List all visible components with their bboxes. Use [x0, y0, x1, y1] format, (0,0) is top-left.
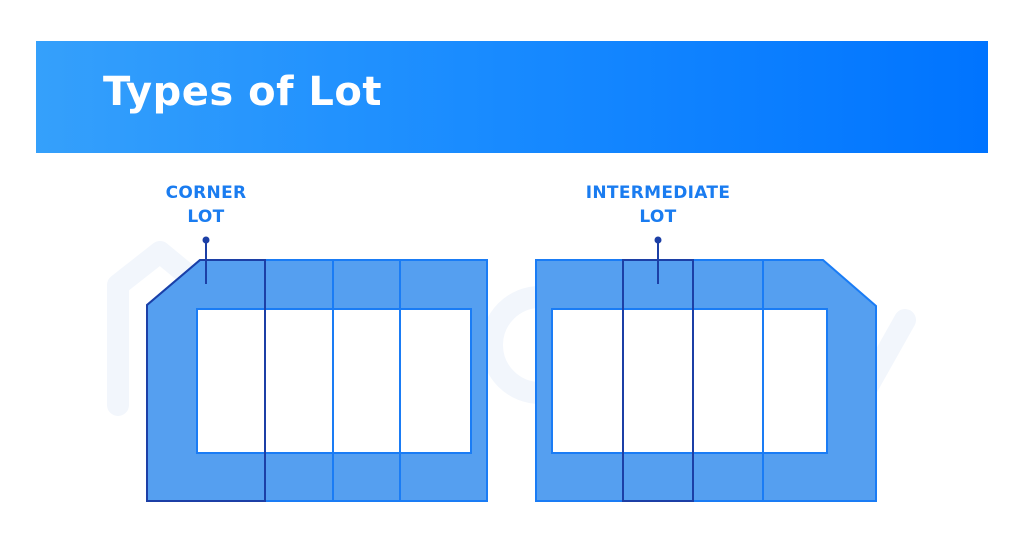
title-banner: Types of Lot	[36, 41, 988, 153]
corner-lot-highlight	[146, 259, 266, 502]
label-line: CORNER	[165, 183, 247, 203]
label-line: INTERMEDIATE	[585, 183, 731, 203]
intermediate-block-inner	[551, 308, 828, 454]
intermediate-lot-label: INTERMEDIATE LOT	[568, 181, 748, 229]
intermediate-lot-diagram	[535, 236, 877, 502]
label-line: LOT	[639, 207, 677, 227]
label-line: LOT	[187, 207, 225, 227]
corner-lot-label: CORNER LOT	[146, 181, 266, 229]
page-title: Types of Lot	[103, 69, 383, 115]
corner-lot-diagram	[146, 236, 488, 502]
